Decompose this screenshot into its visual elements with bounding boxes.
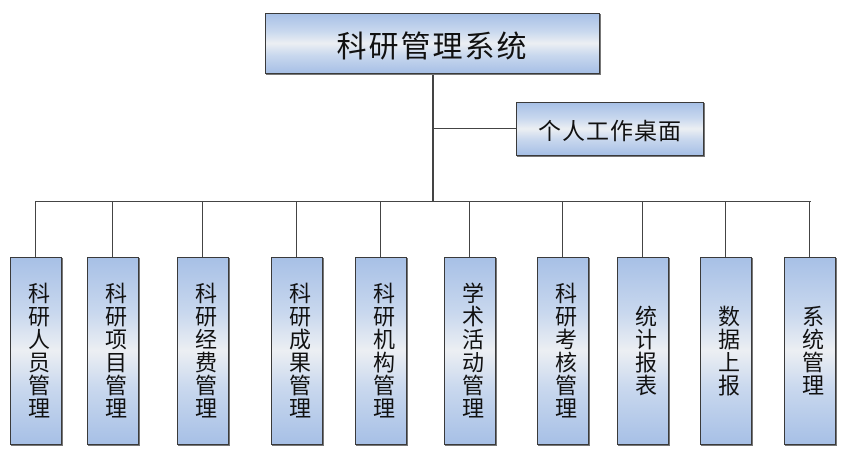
- child-label: 科研机构管理: [369, 282, 394, 420]
- child-node: 数据上报: [700, 257, 752, 445]
- child-connector: [202, 201, 203, 257]
- child-node: 学术活动管理: [444, 257, 496, 445]
- child-connector: [296, 201, 297, 257]
- child-node: 科研经费管理: [177, 257, 229, 445]
- child-label: 学术活动管理: [458, 282, 483, 420]
- side-connector: [433, 128, 516, 129]
- child-label: 科研经费管理: [191, 282, 216, 420]
- child-connector: [35, 201, 36, 257]
- child-connector: [725, 201, 726, 257]
- child-label: 科研考核管理: [551, 282, 576, 420]
- root-label: 科研管理系统: [336, 29, 529, 65]
- child-label: 数据上报: [714, 305, 739, 397]
- child-label: 科研成果管理: [285, 282, 310, 420]
- child-node: 科研项目管理: [87, 257, 139, 445]
- child-node: 科研机构管理: [355, 257, 407, 445]
- child-node: 科研人员管理: [10, 257, 62, 445]
- trunk-line: [432, 74, 434, 202]
- child-connector: [380, 201, 381, 257]
- child-label: 科研人员管理: [24, 282, 49, 420]
- child-node: 系统管理: [784, 257, 836, 445]
- child-node: 科研考核管理: [537, 257, 589, 445]
- child-connector: [469, 201, 470, 257]
- root-node: 科研管理系统: [265, 13, 600, 74]
- child-node: 统计报表: [617, 257, 669, 445]
- child-label: 科研项目管理: [101, 282, 126, 420]
- child-connector: [642, 201, 643, 257]
- bus-line: [36, 201, 811, 202]
- child-label: 系统管理: [798, 305, 823, 397]
- child-label: 统计报表: [631, 305, 656, 397]
- side-label: 个人工作桌面: [538, 119, 682, 145]
- side-node: 个人工作桌面: [516, 102, 704, 156]
- child-connector: [562, 201, 563, 257]
- child-node: 科研成果管理: [271, 257, 323, 445]
- child-connector: [112, 201, 113, 257]
- child-connector: [809, 201, 810, 257]
